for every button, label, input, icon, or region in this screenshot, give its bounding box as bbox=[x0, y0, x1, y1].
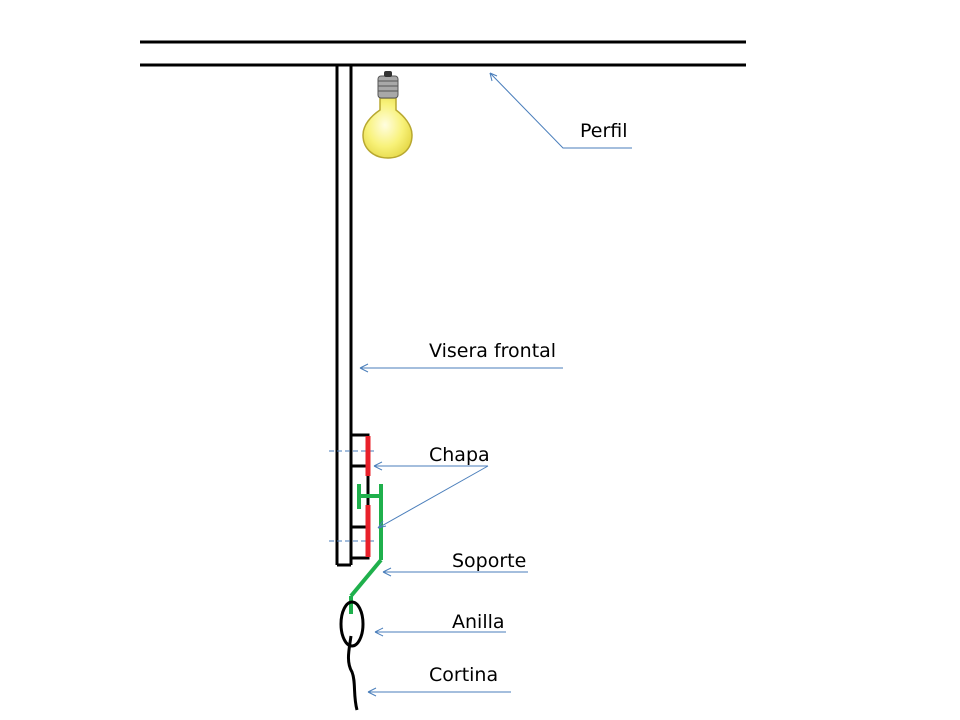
light-bulb-icon bbox=[362, 71, 413, 159]
label-cortina: Cortina bbox=[429, 664, 498, 686]
visera-frontal bbox=[335, 65, 353, 567]
label-soporte: Soporte bbox=[452, 550, 526, 572]
cortina-curtain bbox=[347, 635, 359, 711]
anilla-ring bbox=[339, 600, 365, 648]
label-chapa: Chapa bbox=[429, 444, 490, 466]
perfil-profile bbox=[140, 40, 746, 67]
label-visera-frontal: Visera frontal bbox=[429, 340, 556, 362]
label-anilla: Anilla bbox=[452, 611, 505, 633]
soporte-support bbox=[349, 484, 383, 614]
label-perfil: Perfil bbox=[580, 120, 628, 142]
leader-lines bbox=[359, 72, 632, 697]
